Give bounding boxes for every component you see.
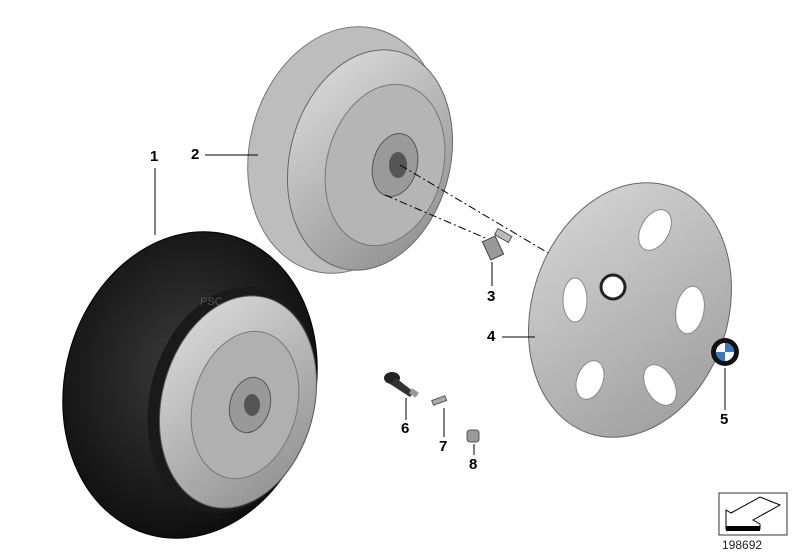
bmw-emblem-drawing xyxy=(711,338,739,366)
callout-5: 5 xyxy=(720,411,729,428)
leader-lines xyxy=(154,154,726,455)
valve-insert-drawing xyxy=(431,395,448,406)
document-number: 198692 xyxy=(722,538,763,552)
callout-8: 8 xyxy=(469,456,478,473)
arrow-back-icon[interactable] xyxy=(718,492,788,536)
callout-3: 3 xyxy=(487,288,496,305)
callout-7: 7 xyxy=(439,438,448,455)
valve-drawing xyxy=(384,372,419,398)
wheel-bolt-drawing xyxy=(481,227,513,261)
tire-drawing: PSC xyxy=(62,231,318,539)
callout-6: 6 xyxy=(401,420,410,437)
valve-cap-drawing xyxy=(466,429,480,443)
callout-2: 2 xyxy=(191,146,200,163)
callout-4: 4 xyxy=(487,328,496,345)
callout-1: 1 xyxy=(150,148,159,165)
steel-rim-drawing xyxy=(247,26,454,274)
wheel-cover-drawing xyxy=(528,182,732,438)
tire-marking: PSC xyxy=(200,296,223,308)
